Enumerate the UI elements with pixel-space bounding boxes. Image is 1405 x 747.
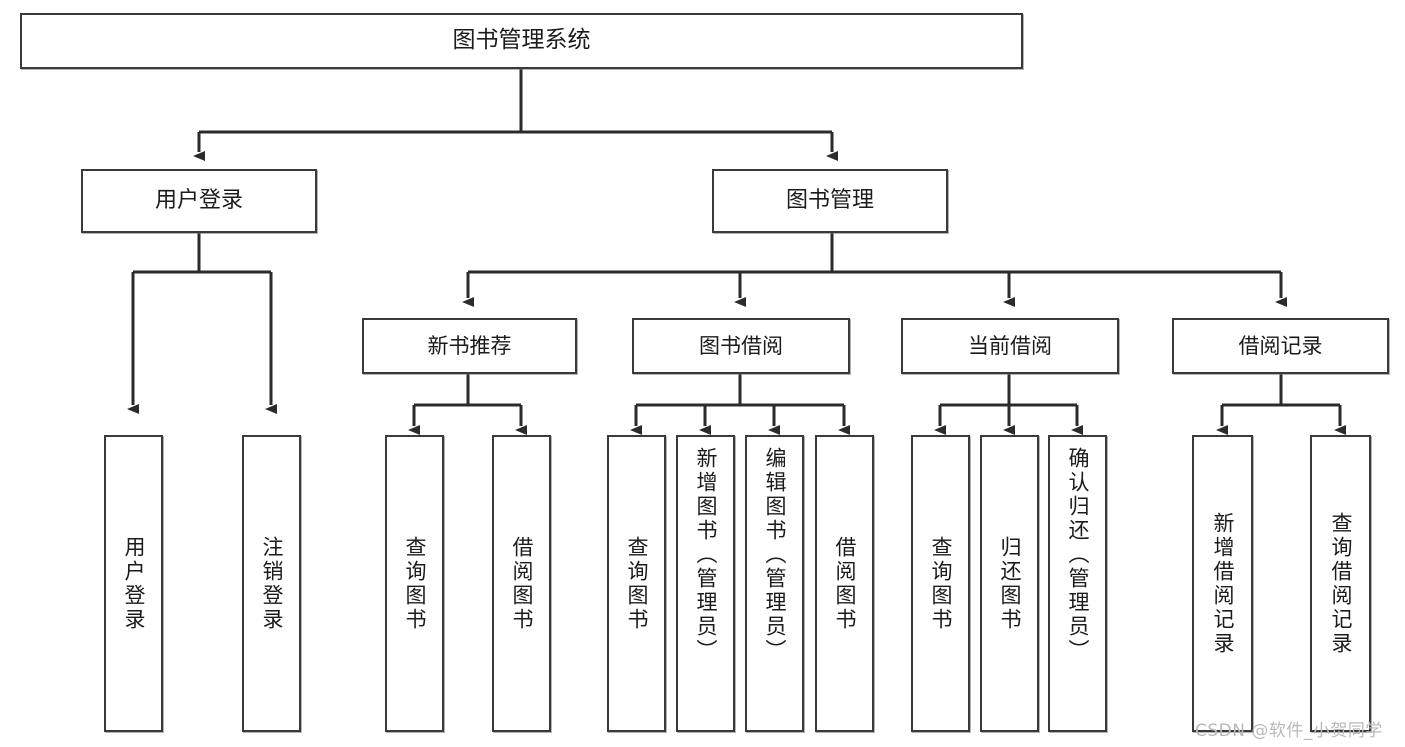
node-root-book-management-system[interactable]: 图书管理系统 [20, 13, 1023, 69]
node-user-login[interactable]: 用户登录 [81, 169, 317, 233]
node-new-book-recommend[interactable]: 新书推荐 [362, 318, 577, 374]
leaf-borrow-record-add-record[interactable]: 新增借阅记录 [1192, 435, 1253, 732]
leaf-book-borrow-edit-book-admin[interactable]: 编辑图书（管理员） [745, 435, 804, 732]
leaf-new-book-borrow-book[interactable]: 借阅图书 [492, 435, 551, 732]
node-borrow-record[interactable]: 借阅记录 [1172, 318, 1389, 374]
leaf-book-borrow-borrow-book[interactable]: 借阅图书 [815, 435, 874, 732]
leaf-current-borrow-return-book[interactable]: 归还图书 [980, 435, 1039, 732]
leaf-current-borrow-confirm-return-admin[interactable]: 确认归还（管理员） [1048, 435, 1107, 732]
node-label: 借阅图书 [510, 535, 534, 632]
leaf-book-borrow-query-book[interactable]: 查询图书 [607, 435, 666, 732]
leaf-book-borrow-add-book-admin[interactable]: 新增图书（管理员） [676, 435, 735, 732]
node-label: 新书推荐 [427, 333, 512, 358]
node-label: 归还图书 [998, 535, 1022, 632]
node-label: 注销登录 [260, 535, 284, 632]
node-book-borrow[interactable]: 图书借阅 [632, 318, 850, 374]
leaf-new-book-query-book[interactable]: 查询图书 [385, 435, 444, 732]
node-label: 借阅记录 [1238, 333, 1323, 358]
node-label: 查询借阅记录 [1329, 511, 1353, 656]
leaf-current-borrow-query-book[interactable]: 查询图书 [911, 435, 970, 732]
node-label: 确认归还（管理员） [1066, 447, 1090, 663]
leaf-user-login-login[interactable]: 用户登录 [104, 435, 163, 732]
node-label: 新增借阅记录 [1211, 511, 1235, 656]
node-label: 编辑图书（管理员） [763, 447, 787, 663]
csdn-watermark: CSDN @软件_小贺同学 [1195, 721, 1383, 741]
node-current-borrow[interactable]: 当前借阅 [901, 318, 1119, 374]
node-label: 借阅图书 [833, 535, 857, 632]
node-label: 查询图书 [403, 535, 427, 632]
node-label: 图书管理 [785, 188, 874, 214]
node-label: 图书管理系统 [452, 27, 591, 54]
node-label: 图书借阅 [699, 333, 783, 358]
node-book-management[interactable]: 图书管理 [712, 169, 948, 233]
node-label: 当前借阅 [968, 333, 1052, 358]
node-label: 查询图书 [625, 535, 649, 632]
node-label: 查询图书 [929, 535, 953, 632]
leaf-borrow-record-query-record[interactable]: 查询借阅记录 [1310, 435, 1371, 732]
node-label: 用户登录 [122, 535, 146, 632]
node-label: 用户登录 [154, 188, 243, 214]
node-label: 新增图书（管理员） [694, 447, 718, 663]
leaf-user-login-logout[interactable]: 注销登录 [242, 435, 301, 732]
